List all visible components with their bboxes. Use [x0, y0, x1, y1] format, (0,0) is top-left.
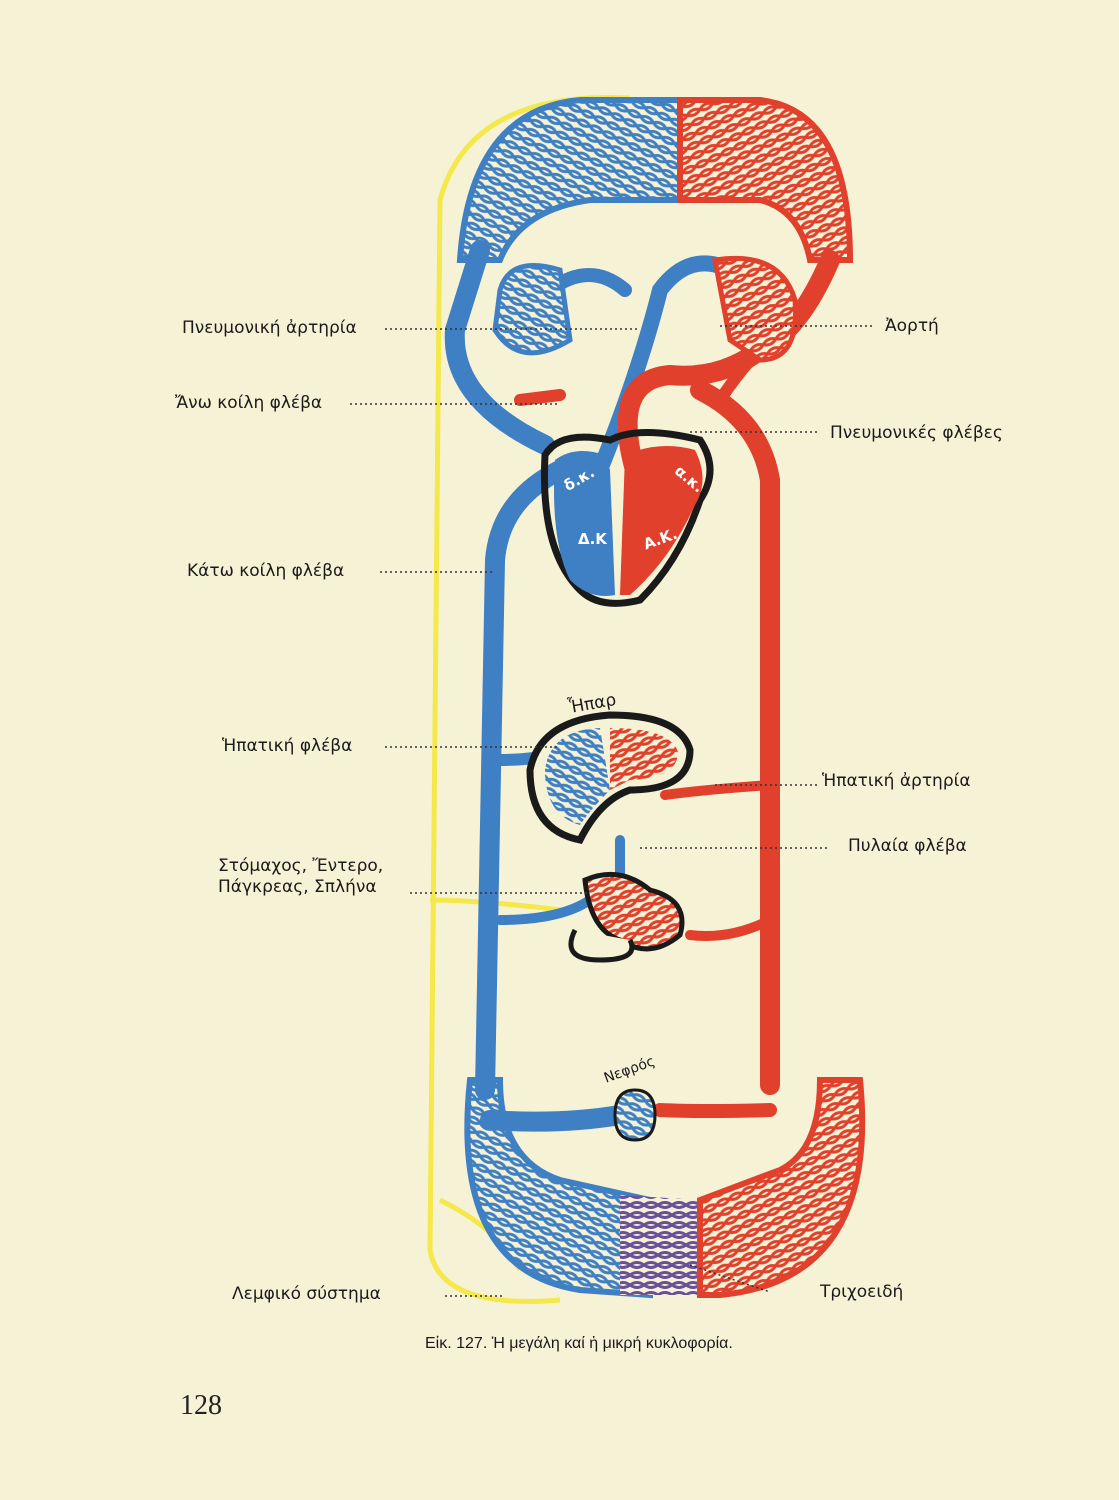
left-lung-capillaries — [712, 255, 799, 363]
stomach-intestines — [568, 871, 685, 963]
label-inferior-vena-cava: Κάτω κοίλη φλέβα — [187, 561, 345, 581]
label-lymphatic-system: Λεμφικό σύστημα — [232, 1284, 381, 1304]
label-aorta: Ἀορτή — [885, 316, 939, 336]
heart — [540, 429, 714, 607]
kidney — [613, 1088, 657, 1142]
arteries — [514, 250, 840, 1118]
figure-caption: Εἰκ. 127. Ἡ μεγάλη καί ἡ μικρή κυκλοφορί… — [425, 1335, 733, 1352]
liver — [526, 711, 694, 844]
label-capillaries: Τριχοειδή — [820, 1282, 904, 1302]
label-hepatic-vein: Ἡπατική φλέβα — [222, 736, 353, 756]
label-portal-vein: Πυλαία φλέβα — [848, 836, 967, 856]
label-right-ventricle: Δ.Κ — [578, 530, 607, 548]
label-pulmonary-artery: Πνευμονική ἀρτηρία — [182, 318, 357, 338]
label-superior-vena-cava: Ἄνω κοίλη φλέβα — [175, 393, 323, 413]
upper-body-capillaries-arterial — [677, 97, 854, 263]
lower-body-capillaries-arterial — [697, 1077, 866, 1298]
label-pulmonary-veins: Πνευμονικές φλέβες — [830, 423, 1003, 443]
leader-lines — [350, 325, 875, 1297]
label-digestive-1: Στόμαχος, Ἔντερο, — [218, 856, 384, 876]
right-lung-capillaries — [492, 263, 573, 356]
upper-body-capillaries-venous — [456, 97, 683, 263]
label-hepatic-artery: Ἡπατική ἀρτηρία — [822, 771, 971, 791]
lower-body-capillaries-mixed — [620, 1195, 700, 1295]
page-number: 128 — [180, 1390, 222, 1421]
label-digestive-2: Πάγκρεας, Σπλήνα — [218, 877, 377, 897]
